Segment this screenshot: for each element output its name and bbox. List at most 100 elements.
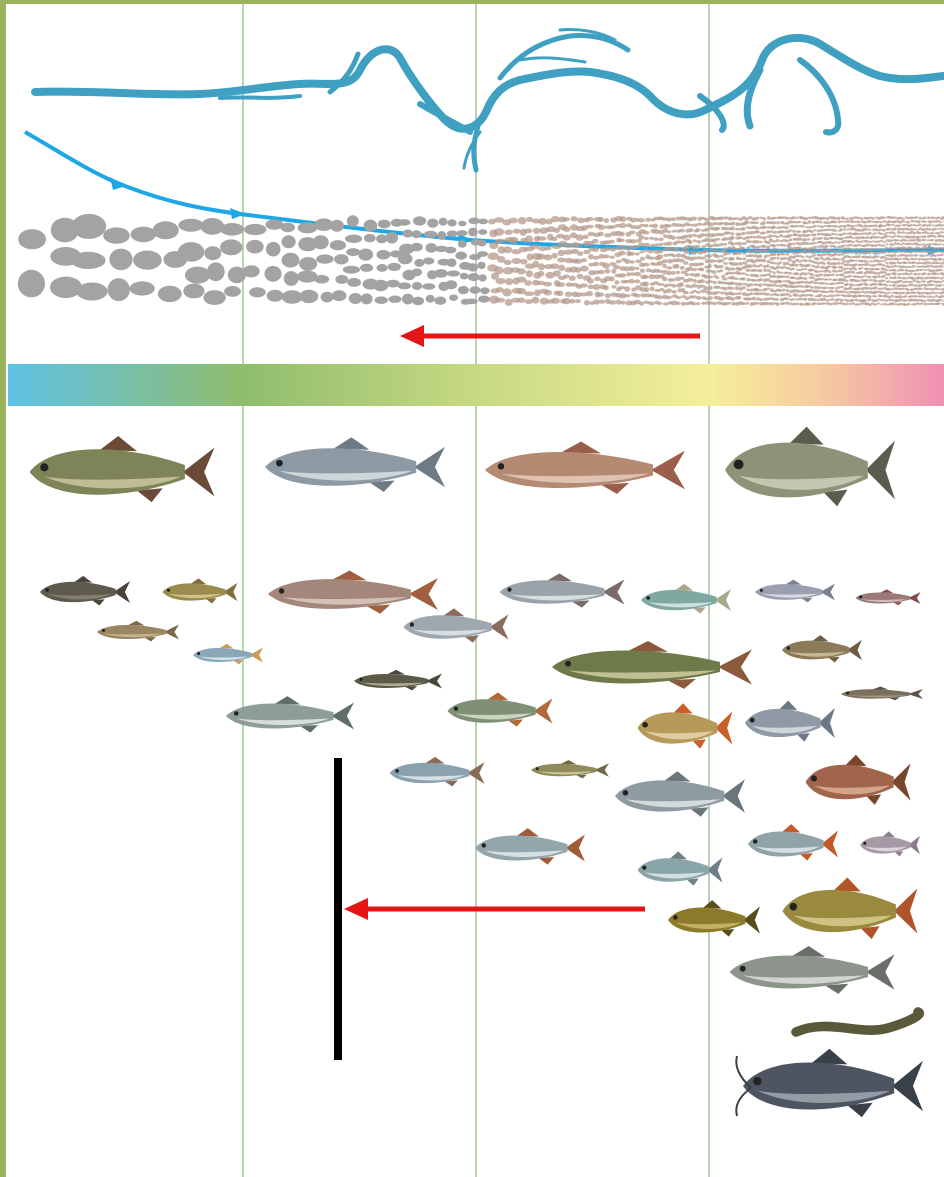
substrate-particle bbox=[918, 239, 922, 242]
substrate-particle bbox=[629, 231, 636, 235]
substrate-particle bbox=[716, 227, 720, 230]
substrate-particle bbox=[398, 282, 411, 289]
substrate-particle bbox=[816, 299, 820, 302]
pike-icon bbox=[552, 641, 752, 689]
substrate-particle bbox=[330, 220, 344, 232]
substrate-particle bbox=[642, 231, 649, 235]
substrate-particle bbox=[813, 254, 816, 256]
substrate-particle bbox=[763, 269, 767, 272]
substrate-particle bbox=[183, 284, 204, 299]
substrate-particle bbox=[592, 239, 599, 244]
substrate-particle bbox=[776, 265, 781, 269]
substrate-particle bbox=[891, 299, 894, 301]
substrate-particle bbox=[907, 266, 911, 268]
substrate-particle bbox=[696, 302, 700, 305]
substrate-particle bbox=[863, 244, 867, 247]
substrate-particle bbox=[334, 254, 348, 264]
substrate-particle bbox=[822, 253, 827, 256]
substrate-particle bbox=[313, 235, 329, 249]
substrate-particle bbox=[917, 244, 921, 246]
substrate-particle bbox=[785, 240, 789, 243]
substrate-particle bbox=[810, 269, 815, 272]
substrate-particle bbox=[495, 298, 505, 303]
substrate-particle bbox=[783, 262, 786, 266]
river-course bbox=[35, 29, 944, 170]
substrate-particle bbox=[716, 250, 720, 253]
substrate-particle bbox=[477, 251, 488, 257]
substrate-particle bbox=[788, 259, 792, 262]
substrate-particle bbox=[912, 265, 916, 267]
substrate-particle bbox=[748, 216, 753, 219]
substrate-particle bbox=[860, 271, 864, 274]
substrate-particle bbox=[373, 280, 388, 292]
substrate-particle bbox=[769, 234, 773, 237]
substrate-particle bbox=[801, 272, 805, 275]
substrate-particle bbox=[178, 219, 203, 232]
substrate-particle bbox=[804, 239, 808, 241]
substrate-particle bbox=[360, 264, 373, 272]
substrate-particle bbox=[834, 221, 838, 224]
substrate-particle bbox=[904, 240, 908, 242]
substrate-particle bbox=[893, 235, 897, 237]
substrate-particle bbox=[929, 288, 932, 290]
substrate-particle bbox=[906, 258, 910, 260]
substrate-particle bbox=[792, 225, 796, 228]
substrate-particle bbox=[804, 277, 808, 280]
substrate-particle bbox=[894, 276, 897, 279]
substrate-particle bbox=[915, 254, 918, 256]
substrate-particle bbox=[884, 303, 887, 306]
substrate-particle bbox=[640, 257, 645, 261]
substrate-particle bbox=[616, 260, 622, 263]
substrate-particle bbox=[609, 300, 617, 305]
substrate-particle bbox=[820, 226, 825, 229]
substrate-particle bbox=[772, 226, 776, 229]
substrate-particle bbox=[655, 243, 660, 247]
substrate-particle bbox=[868, 276, 871, 278]
substrate-particle bbox=[593, 246, 599, 252]
substrate-particle bbox=[857, 236, 861, 239]
substrate-particle bbox=[765, 250, 770, 253]
substrate-particle bbox=[569, 275, 576, 281]
substrate-particle bbox=[691, 217, 697, 221]
substrate-particle bbox=[750, 283, 754, 286]
substrate-particle bbox=[855, 260, 858, 262]
substrate-particle bbox=[855, 252, 858, 255]
substrate-particle bbox=[835, 241, 838, 243]
substrate-particle bbox=[931, 220, 934, 222]
substrate-particle bbox=[524, 291, 534, 296]
substrate-particle bbox=[731, 302, 736, 306]
substrate-particle bbox=[804, 298, 807, 301]
substrate-particle bbox=[654, 237, 659, 240]
substrate-particle bbox=[822, 217, 826, 220]
substrate-particle bbox=[586, 291, 593, 297]
substrate-particle bbox=[207, 262, 225, 281]
substrate-particle bbox=[913, 220, 916, 222]
substrate-particle bbox=[676, 302, 681, 305]
substrate-particle bbox=[411, 230, 421, 238]
substrate-particle bbox=[807, 243, 811, 245]
substrate-particle bbox=[756, 292, 760, 295]
substrate-particle bbox=[923, 217, 926, 220]
substrate-particle bbox=[838, 262, 841, 265]
substrate-particle bbox=[598, 270, 605, 274]
substrate-particle bbox=[672, 254, 676, 257]
substrate-particle bbox=[855, 225, 858, 227]
substrate-particle bbox=[937, 250, 940, 253]
substrate-particle bbox=[683, 261, 688, 265]
substrate-particle bbox=[494, 228, 505, 236]
substrate-particle bbox=[813, 302, 817, 305]
substrate-particle bbox=[791, 268, 795, 270]
substrate-particle bbox=[642, 263, 649, 267]
substrate-particle bbox=[920, 277, 923, 280]
substrate-particle bbox=[807, 234, 810, 237]
substrate-particle bbox=[697, 223, 702, 226]
substrate-particle bbox=[909, 251, 912, 254]
substrate-particle bbox=[756, 240, 760, 243]
sunbleak-icon bbox=[860, 831, 920, 856]
substrate-particle bbox=[905, 277, 908, 279]
substrate-particle bbox=[831, 233, 835, 236]
substrate-particle bbox=[885, 277, 888, 279]
substrate-particle bbox=[759, 264, 762, 267]
substrate-particle bbox=[748, 264, 752, 268]
substrate-particle bbox=[876, 252, 879, 255]
